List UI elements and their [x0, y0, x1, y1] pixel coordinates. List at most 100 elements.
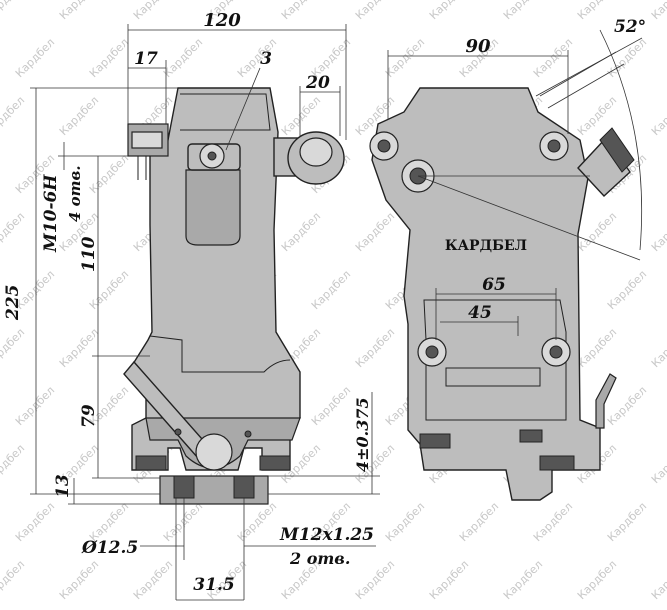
- watermark-text: Кардбел: [87, 152, 131, 196]
- watermark-text: Кардбел: [457, 500, 501, 544]
- watermark-text: Кардбел: [279, 0, 323, 22]
- side-bent-pipe: [595, 373, 617, 429]
- watermark-text: Кардбел: [161, 500, 205, 544]
- watermark-text: Кардбел: [13, 500, 57, 544]
- front-lower-recess: [149, 335, 291, 373]
- side-bolt-r: [539, 455, 575, 471]
- watermark-text: Кардбел: [0, 326, 27, 370]
- watermark-text: Кардбел: [575, 0, 619, 22]
- side-bolt-m: [519, 429, 543, 443]
- dim-90: 90: [465, 36, 491, 57]
- front-valve-screw-l: [174, 428, 182, 436]
- dim-m10: M10-6H: [41, 174, 61, 253]
- dim-79: 79: [79, 404, 99, 428]
- watermark-text: Кардбел: [131, 558, 175, 602]
- watermark-text: Кардбел: [13, 384, 57, 428]
- dim-65: 65: [482, 275, 506, 295]
- front-top-block: [180, 93, 271, 131]
- watermark-text: Кардбел: [605, 384, 649, 428]
- side-inner-window: [445, 367, 541, 387]
- dim-tolerance-4: 4±0.375: [353, 397, 372, 472]
- watermark-text: Кардбел: [235, 500, 279, 544]
- dimension-labels: 120 17 3 20 M10-6H 4 отв. 110 225 79 13 …: [3, 10, 646, 595]
- dim-110: 110: [79, 236, 99, 272]
- watermark-text: Кардбел: [605, 500, 649, 544]
- watermark-text: Кардбел: [353, 0, 397, 22]
- front-left-port-bore: [131, 131, 163, 149]
- watermark-text: Кардбел: [605, 268, 649, 312]
- watermark-text: Кардбел: [309, 384, 353, 428]
- watermark-text: Кардбел: [531, 500, 575, 544]
- front-central-valve: [195, 433, 233, 471]
- dim-3: 3: [260, 49, 272, 69]
- front-valve-screw-r: [244, 430, 252, 438]
- watermark-text: Кардбел: [0, 94, 27, 138]
- watermark-text: Кардбел: [531, 36, 575, 80]
- front-view: [123, 87, 345, 505]
- front-right-port-bore: [299, 137, 333, 167]
- dim-31-5: 31.5: [193, 575, 234, 595]
- dim-m10-count: 4 отв.: [66, 165, 84, 222]
- watermark-text: Кардбел: [353, 210, 397, 254]
- watermark-text: Кардбел: [57, 326, 101, 370]
- watermark-text: Кардбел: [605, 36, 649, 80]
- dim-m12: M12x1.25: [279, 525, 374, 545]
- watermark-text: Кардбел: [279, 210, 323, 254]
- side-hole-bottom-right-core: [549, 345, 563, 359]
- watermark-text: Кардбел: [57, 558, 101, 602]
- watermark-text: Кардбел: [501, 558, 545, 602]
- front-top-bolt-center: [207, 151, 217, 161]
- watermark-text: Кардбел: [0, 0, 27, 22]
- watermark-text: Кардбел: [649, 0, 667, 22]
- side-angled-port-cap: [599, 127, 635, 173]
- watermark-text: Кардбел: [57, 94, 101, 138]
- watermark-text: Кардбел: [0, 442, 27, 486]
- front-upper-recess: [185, 169, 241, 246]
- watermark-text: Кардбел: [87, 268, 131, 312]
- watermark-text: Кардбел: [649, 558, 667, 602]
- dim-m12-count: 2 отв.: [289, 549, 350, 568]
- watermark-text: Кардбел: [427, 558, 471, 602]
- front-base-port-l: [173, 475, 195, 499]
- brand-label: КАРДБЕЛ: [445, 238, 527, 254]
- side-hole-top-right-core: [547, 139, 561, 153]
- watermark-text: Кардбел: [0, 558, 27, 602]
- dim-225: 225: [3, 285, 23, 322]
- watermark-text: Кардбел: [87, 36, 131, 80]
- watermark-text: Кардбел: [649, 442, 667, 486]
- watermark-text: Кардбел: [383, 36, 427, 80]
- dim-diameter-12-5: Ø12.5: [81, 538, 138, 558]
- dim-angle-52: 52°: [614, 17, 646, 37]
- watermark-text: Кардбел: [427, 0, 471, 22]
- side-hole-bottom-left-core: [425, 345, 439, 359]
- watermark-text: Кардбел: [13, 36, 57, 80]
- side-dimensions: [387, 29, 643, 340]
- watermark-text: Кардбел: [575, 558, 619, 602]
- watermark-text: Кардбел: [649, 210, 667, 254]
- watermark-text: Кардбел: [131, 0, 175, 22]
- dim-120: 120: [203, 10, 241, 31]
- dim-13: 13: [53, 474, 73, 498]
- watermark-text: Кардбел: [0, 210, 27, 254]
- dim-45: 45: [468, 303, 492, 323]
- front-dimensions: [30, 24, 380, 601]
- side-bolt-l: [419, 433, 451, 449]
- side-hole-top-left-core: [377, 139, 391, 153]
- watermark-text: Кардбел: [235, 36, 279, 80]
- watermark-text: Кардбел: [161, 36, 205, 80]
- watermark-text: Кардбел: [649, 326, 667, 370]
- watermark-text: Кардбел: [501, 0, 545, 22]
- front-foot-bolt-l: [135, 455, 167, 471]
- watermark-text: Кардбел: [575, 326, 619, 370]
- dim-17: 17: [134, 49, 158, 69]
- watermark-text: Кардбел: [353, 326, 397, 370]
- side-angled-port: [577, 136, 631, 197]
- watermark-text: Кардбел: [57, 0, 101, 22]
- watermark-text: Кардбел: [383, 500, 427, 544]
- front-base-port-r: [233, 475, 255, 499]
- watermark-text: Кардбел: [353, 558, 397, 602]
- watermark-text: Кардбел: [649, 94, 667, 138]
- front-foot-bolt-r: [259, 455, 291, 471]
- dim-20: 20: [305, 73, 330, 93]
